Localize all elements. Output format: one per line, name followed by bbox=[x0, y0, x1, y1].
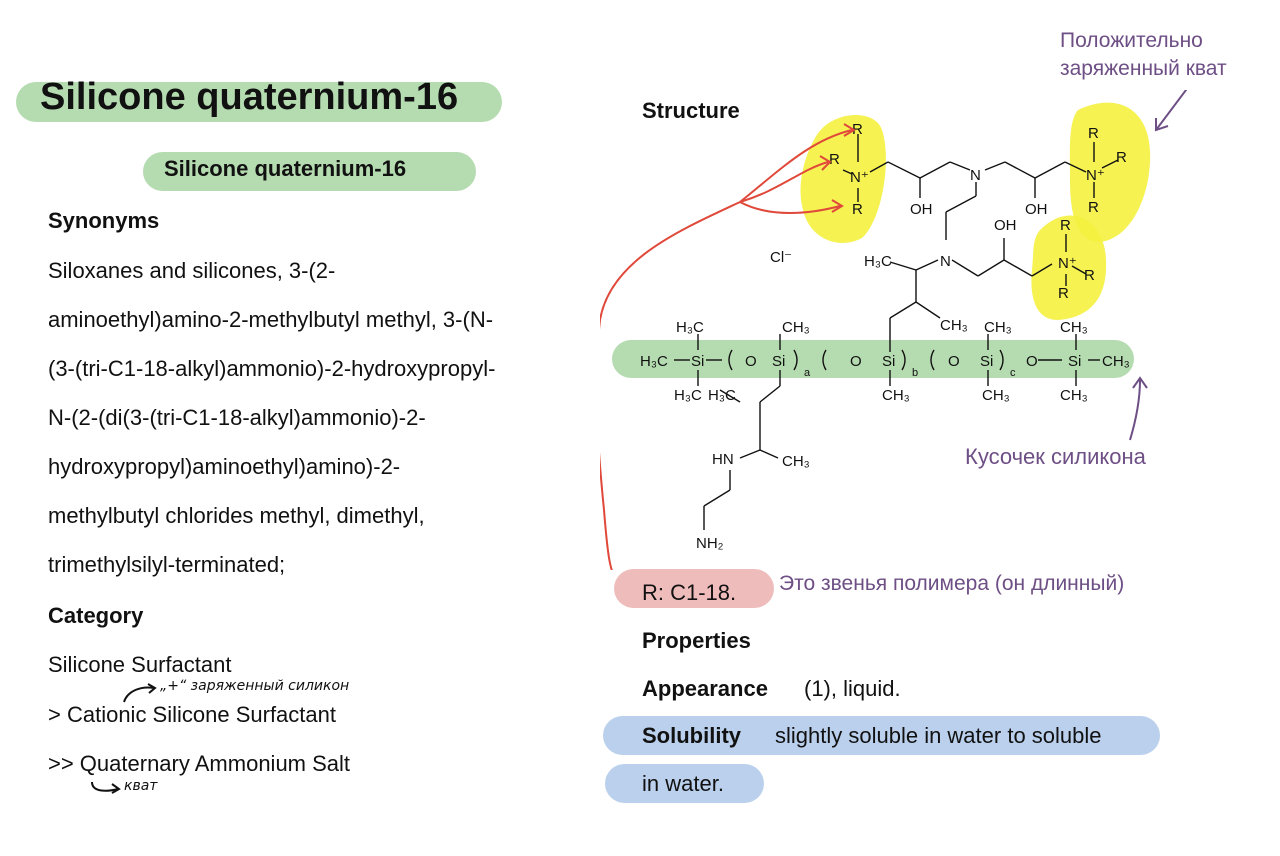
repeat-subscript-b: b bbox=[912, 367, 918, 379]
atom-si: Si bbox=[980, 353, 993, 370]
atom-o: O bbox=[1026, 353, 1038, 370]
handwritten-arrow-icon bbox=[91, 781, 121, 794]
atom-n: N bbox=[970, 167, 981, 184]
appearance-value: (1), liquid. bbox=[804, 676, 901, 701]
subtitle-highlight bbox=[143, 152, 476, 191]
atom-r: R bbox=[1088, 199, 1099, 216]
atom-h3c: H₃C bbox=[640, 353, 668, 370]
synonyms-heading: Synonyms bbox=[48, 208, 160, 233]
r-label: R: C1-18. bbox=[642, 580, 737, 605]
solubility-value-line2: in water. bbox=[642, 771, 724, 796]
atom-h3c: H₃C bbox=[708, 387, 736, 404]
atom-ch3: CH₃ bbox=[1060, 387, 1088, 404]
chemical-structure-diagram: R R N⁺ R OH N OH R N⁺ R R Cl⁻ OH N R N⁺ … bbox=[600, 90, 1188, 570]
atom-r: R bbox=[1116, 149, 1127, 166]
synonym-line: trimethylsilyl-terminated; bbox=[48, 552, 286, 577]
atom-r: R bbox=[1084, 267, 1095, 284]
appearance-label: Appearance bbox=[642, 676, 768, 701]
atom-si: Si bbox=[882, 353, 895, 370]
atom-nh2: NH₂ bbox=[696, 535, 724, 552]
category-item-silicone-surfactant: Silicone Surfactant bbox=[48, 652, 232, 677]
synonym-line: methylbutyl chlorides methyl, dimethyl, bbox=[48, 503, 425, 528]
atom-oh: OH bbox=[1025, 201, 1048, 218]
atom-ch3: CH₃ bbox=[984, 319, 1012, 336]
synonym-line: aminoethyl)amino-2-methylbutyl methyl, 3… bbox=[48, 307, 494, 332]
category-item-quaternary: >> Quaternary Ammonium Salt bbox=[48, 751, 351, 776]
atom-hn: HN bbox=[712, 451, 734, 468]
atom-cl: Cl⁻ bbox=[770, 249, 792, 266]
atom-n-plus: N⁺ bbox=[850, 169, 869, 186]
atom-n: N bbox=[940, 253, 951, 270]
note-positive-line2: заряженный кват bbox=[1060, 57, 1227, 80]
atom-o: O bbox=[948, 353, 960, 370]
atom-ch3: CH₃ bbox=[782, 453, 810, 470]
atom-oh: OH bbox=[910, 201, 933, 218]
r-label-highlight bbox=[614, 569, 774, 608]
atom-ch3: CH₃ bbox=[940, 317, 968, 334]
synonyms-text: Siloxanes and silicones, 3-(2- aminoethy… bbox=[48, 257, 495, 600]
handnote-quat: кват bbox=[124, 778, 158, 794]
quat-highlight-lower bbox=[1031, 215, 1107, 320]
synonym-line: (3-(tri-C1-18-alkyl)ammonio)-2-hydroxypr… bbox=[48, 356, 496, 381]
atom-si: Si bbox=[691, 353, 704, 370]
silicone-backbone-highlight bbox=[612, 340, 1134, 378]
quat-highlight-right bbox=[1069, 102, 1151, 242]
properties-heading: Properties bbox=[642, 628, 751, 653]
atom-ch3: CH₃ bbox=[1102, 353, 1130, 370]
structure-heading: Structure bbox=[642, 98, 740, 123]
note-silicone-piece: Кусочек силикона bbox=[965, 444, 1146, 469]
atom-si: Si bbox=[1068, 353, 1081, 370]
atom-h3c: H₃C bbox=[676, 319, 704, 336]
atom-n-plus: N⁺ bbox=[1058, 255, 1077, 272]
synonym-line: hydroxypropyl)aminoethyl)amino)-2- bbox=[48, 454, 401, 479]
note-positive-line1: Положительно bbox=[1060, 29, 1203, 52]
handwritten-arrow-icon bbox=[123, 683, 157, 703]
atom-r: R bbox=[852, 201, 863, 218]
solubility-label: Solubility bbox=[642, 723, 741, 748]
atom-h3c: H₃C bbox=[864, 253, 892, 270]
atom-r: R bbox=[1060, 217, 1071, 234]
page-subtitle: Silicone quaternium-16 bbox=[164, 156, 407, 181]
title-highlight bbox=[16, 82, 502, 122]
atom-ch3: CH₃ bbox=[1060, 319, 1088, 336]
atom-n-plus: N⁺ bbox=[1086, 167, 1105, 184]
note-polymer-units: Это звенья полимера (он длинный) bbox=[779, 572, 1125, 595]
atom-h3c: H₃C bbox=[674, 387, 702, 404]
category-item-cationic: > Cationic Silicone Surfactant bbox=[48, 702, 336, 727]
synonym-line: Siloxanes and silicones, 3-(2- bbox=[48, 258, 336, 283]
synonym-line: N-(2-(di(3-(tri-C1-18-alkyl)ammonio)-2- bbox=[48, 405, 426, 430]
atom-oh: OH bbox=[994, 217, 1017, 234]
quat-highlight-left bbox=[800, 115, 886, 243]
atom-ch3: CH₃ bbox=[782, 319, 810, 336]
repeat-subscript-a: a bbox=[804, 367, 811, 379]
page-title: Silicone quaternium-16 bbox=[40, 76, 459, 118]
atom-ch3: CH₃ bbox=[982, 387, 1010, 404]
solubility-highlight-line2 bbox=[605, 764, 764, 803]
atom-si: Si bbox=[772, 353, 785, 370]
atom-r: R bbox=[1058, 285, 1069, 302]
atom-ch3: CH₃ bbox=[882, 387, 910, 404]
atom-r: R bbox=[829, 151, 840, 168]
repeat-subscript-c: c bbox=[1010, 367, 1016, 379]
solubility-value-line1: slightly soluble in water to soluble bbox=[775, 723, 1102, 748]
solubility-highlight bbox=[603, 716, 1160, 755]
atom-r: R bbox=[852, 121, 863, 138]
atom-o: O bbox=[745, 353, 757, 370]
atom-r: R bbox=[1088, 125, 1099, 142]
handnote-charged-silicone: „+“ заряженный силикон bbox=[160, 678, 350, 694]
category-heading: Category bbox=[48, 603, 144, 628]
atom-o: O bbox=[850, 353, 862, 370]
